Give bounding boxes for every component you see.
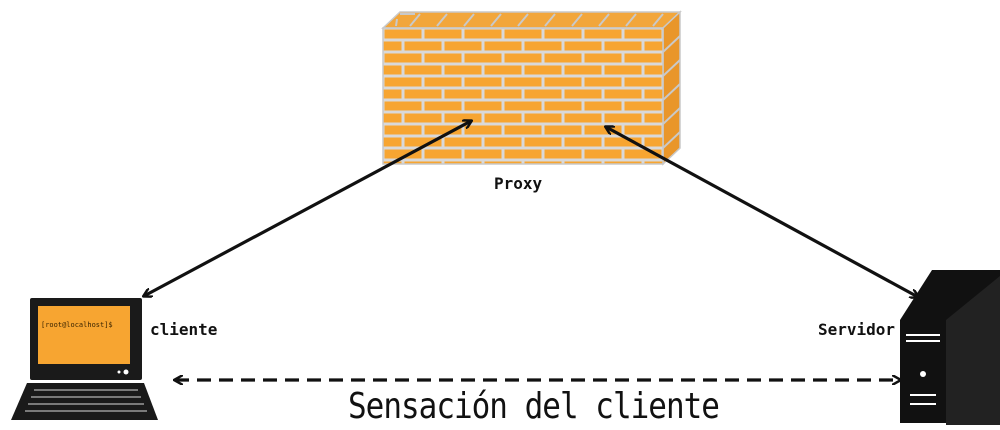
client-label: cliente bbox=[150, 320, 218, 339]
server-tower-icon bbox=[900, 270, 1000, 425]
laptop-icon bbox=[11, 298, 158, 420]
firewall-brick-wall-icon bbox=[381, 10, 682, 166]
proxy-server-arrow bbox=[606, 127, 918, 297]
client-perception-caption: Sensación del cliente bbox=[348, 386, 720, 428]
proxy-label: Proxy bbox=[494, 174, 543, 193]
server-label: Servidor bbox=[818, 320, 896, 339]
terminal-prompt: [root@localhost]$ bbox=[41, 321, 113, 329]
client-proxy-arrow bbox=[144, 121, 471, 296]
